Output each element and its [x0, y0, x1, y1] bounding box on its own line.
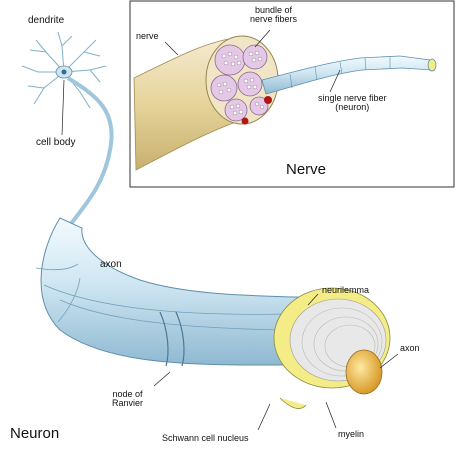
axon-thin — [66, 76, 114, 227]
label-neurilemma: neurilemma — [322, 285, 370, 295]
nerve-leader-lines — [164, 29, 341, 93]
fiber-nodes — [289, 56, 391, 89]
label-myelin: myelin — [338, 429, 365, 439]
label-single-fiber-line1: single nerve fiber — [318, 93, 387, 103]
label-schwann-cell-nucleus: Schwann cell nucleus — [162, 433, 249, 443]
axon-core — [345, 349, 383, 395]
label-bundle-line1: bundle of — [254, 5, 293, 15]
label-dendrite: dendrite — [28, 15, 65, 26]
label-bundle-of-nerve-fibers: bundle of nerve fibers — [250, 5, 298, 25]
label-nerve: nerve — [136, 31, 159, 41]
schwann-nucleus-shape — [279, 397, 307, 409]
cell-nucleus — [61, 69, 67, 75]
nerve-title: Nerve — [286, 161, 327, 178]
label-node-of-ranvier: node of Ranvier — [112, 389, 144, 409]
nerve-fiber-dots — [216, 50, 265, 116]
nerve-fiber-bundles — [210, 44, 269, 122]
label-axon-core: axon — [400, 343, 420, 353]
label-axon: axon — [100, 259, 122, 270]
label-cell-body: cell body — [36, 137, 76, 148]
axon-segment-lines — [35, 263, 291, 331]
dendrite-branches — [21, 31, 107, 109]
label-single-fiber-line2: (neuron) — [335, 102, 370, 113]
nodes-of-ranvier — [159, 311, 185, 367]
label-bundle-line2: nerve fibers — [250, 14, 298, 25]
fiber-end — [427, 58, 437, 72]
blood-vessel-dots — [241, 96, 272, 125]
label-single-nerve-fiber: single nerve fiber (neuron) — [318, 93, 387, 113]
neuron-leader-lines — [61, 79, 399, 431]
neuron-title: Neuron — [10, 425, 60, 442]
label-node-line2: Ranvier — [112, 398, 144, 409]
label-node-line1: node of — [112, 389, 143, 399]
